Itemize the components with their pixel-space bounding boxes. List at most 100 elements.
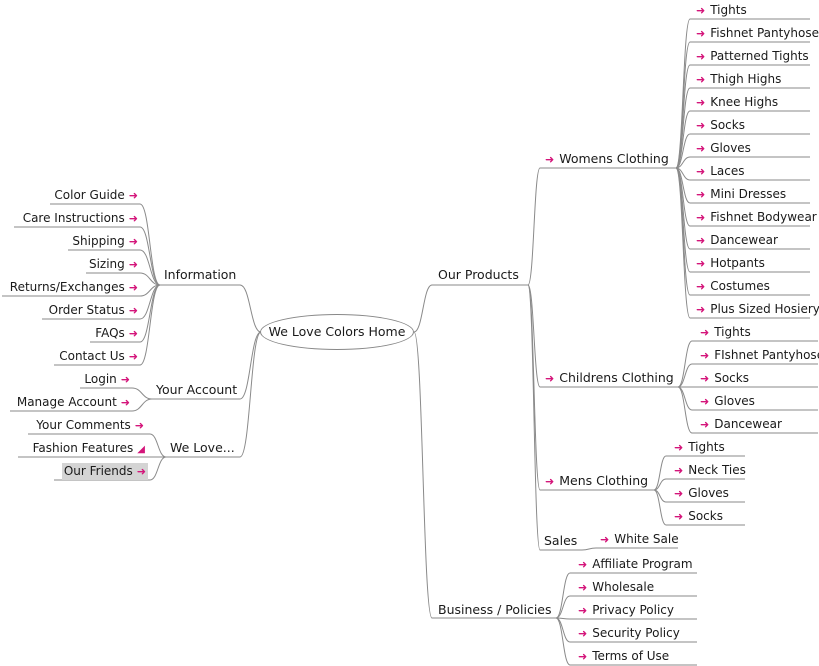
leaf-mens-tights[interactable]: ➜Tights: [674, 440, 725, 454]
leaf-manage-account[interactable]: Manage Account➜: [16, 395, 130, 409]
leaf-childrens-socks[interactable]: ➜Socks: [700, 371, 749, 385]
leaf-mens-neck-ties[interactable]: ➜Neck Ties: [674, 463, 746, 477]
link-arrow-icon: ➜: [700, 326, 710, 339]
leaf-womens-plus-sized-hosiery[interactable]: ➜Plus Sized Hosiery: [696, 302, 819, 316]
branch-our-products[interactable]: Our Products: [438, 267, 519, 282]
link-arrow-icon: ➜: [600, 533, 610, 546]
branch-business-policies[interactable]: Business / Policies: [438, 602, 552, 617]
connector-line: [677, 386, 693, 434]
connector-line: [131, 398, 153, 412]
leaf-mens-socks[interactable]: ➜Socks: [674, 509, 723, 523]
leaf-womens-gloves[interactable]: ➜Gloves: [696, 141, 751, 155]
link-arrow-icon: ➜: [696, 96, 706, 109]
link-arrow-icon: ➜: [700, 395, 710, 408]
leaf-womens-thigh-highs[interactable]: ➜Thigh Highs: [696, 72, 782, 86]
link-arrow-icon: ➜: [674, 487, 684, 500]
leaf-login[interactable]: Login➜: [84, 372, 130, 386]
connector-line: [139, 203, 161, 286]
leaf-womens-knee-highs[interactable]: ➜Knee Highs: [696, 95, 779, 109]
link-arrow-icon: ➜: [696, 142, 706, 155]
connector-line: [675, 18, 691, 169]
connector-line: [139, 249, 161, 286]
sub-branch-mens-clothing[interactable]: ➜Mens Clothing: [545, 473, 649, 488]
connector-line: [653, 489, 667, 526]
connector-line: [653, 455, 667, 491]
link-arrow-icon: ➜: [700, 349, 710, 362]
branch-we-love[interactable]: We Love...: [170, 440, 235, 455]
leaf-our-friends[interactable]: Our Friends➜: [61, 463, 148, 480]
root-node[interactable]: We Love Colors Home: [260, 314, 414, 350]
leaf-your-comments[interactable]: Your Comments➜: [36, 418, 144, 432]
leaf-womens-hotpants[interactable]: ➜Hotpants: [696, 256, 765, 270]
leaf-white-sale[interactable]: ➜White Sale: [600, 532, 679, 546]
branch-information[interactable]: Information: [164, 267, 237, 282]
leaf-childrens-gloves[interactable]: ➜Gloves: [700, 394, 755, 408]
leaf-returns-exchanges[interactable]: Returns/Exchanges➜: [9, 280, 138, 294]
leaf-childrens-dancewear[interactable]: ➜Dancewear: [700, 417, 782, 431]
link-arrow-icon: ➜: [120, 396, 130, 409]
link-arrow-icon: ➜: [674, 441, 684, 454]
sub-branch-childrens-clothing[interactable]: ➜Childrens Clothing: [545, 370, 674, 385]
leaf-childrens-tights[interactable]: ➜Tights: [700, 325, 751, 339]
link-arrow-icon: ➜: [128, 258, 138, 271]
sub-branch-womens-clothing[interactable]: ➜Womens Clothing: [545, 151, 669, 166]
link-arrow-icon: ➜: [128, 350, 138, 363]
leaf-womens-laces[interactable]: ➜Laces: [696, 164, 745, 178]
leaf-childrens-fishnet-pantyhose[interactable]: ➜FIshnet Pantyhose: [700, 348, 819, 362]
connector-line: [139, 284, 161, 343]
leaf-terms-of-use[interactable]: ➜Terms of Use: [578, 649, 670, 663]
branch-your-account[interactable]: Your Account: [156, 382, 238, 397]
leaf-fashion-features[interactable]: Fashion Features◢: [32, 441, 145, 455]
leaf-womens-tights[interactable]: ➜Tights: [696, 3, 747, 17]
leaf-privacy-policy[interactable]: ➜Privacy Policy: [578, 603, 674, 617]
leaf-womens-socks[interactable]: ➜Socks: [696, 118, 745, 132]
connector-line: [555, 572, 571, 619]
connector-line: [239, 284, 262, 333]
connector-line: [239, 331, 262, 458]
leaf-affiliate-program[interactable]: ➜Affiliate Program: [578, 557, 693, 571]
link-arrow-icon: ➜: [578, 581, 588, 594]
link-arrow-icon: ➜: [545, 153, 555, 166]
leaf-contact-us[interactable]: Contact Us➜: [59, 349, 138, 363]
connector-line: [527, 284, 541, 551]
connector-line: [413, 284, 433, 333]
leaf-womens-dancewear[interactable]: ➜Dancewear: [696, 233, 778, 247]
link-arrow-icon: ➜: [696, 119, 706, 132]
leaf-mens-gloves[interactable]: ➜Gloves: [674, 486, 729, 500]
link-arrow-icon: ➜: [120, 373, 130, 386]
leaf-wholesale[interactable]: ➜Wholesale: [578, 580, 655, 594]
link-arrow-icon: ➜: [578, 650, 588, 663]
link-arrow-icon: ➜: [696, 234, 706, 247]
link-arrow-icon: ➜: [696, 50, 706, 63]
connector-line: [653, 478, 667, 491]
leaf-color-guide[interactable]: Color Guide➜: [54, 188, 138, 202]
link-arrow-icon: ➜: [696, 27, 706, 40]
leaf-womens-mini-dresses[interactable]: ➜Mini Dresses: [696, 187, 787, 201]
leaf-womens-fishnet-pantyhose[interactable]: ➜Fishnet Pantyhose: [696, 26, 819, 40]
link-arrow-icon: ➜: [696, 303, 706, 316]
connector-line: [675, 156, 691, 169]
connector-line: [677, 363, 693, 388]
connector-line: [239, 331, 262, 400]
leaf-womens-patterned-tights[interactable]: ➜Patterned Tights: [696, 49, 809, 63]
leaf-order-status[interactable]: Order Status➜: [48, 303, 138, 317]
connector-line: [675, 133, 691, 169]
link-arrow-icon: ➜: [128, 212, 138, 225]
connector-line: [675, 167, 691, 319]
link-arrow-icon: ➜: [136, 465, 146, 478]
link-arrow-icon: ➜: [696, 211, 706, 224]
sub-branch-sales[interactable]: Sales: [544, 533, 578, 548]
leaf-faqs[interactable]: FAQs➜: [95, 326, 138, 340]
leaf-womens-costumes[interactable]: ➜Costumes: [696, 279, 770, 293]
link-arrow-icon: ➜: [696, 73, 706, 86]
link-arrow-icon: ➜: [700, 418, 710, 431]
leaf-care-instructions[interactable]: Care Instructions➜: [22, 211, 138, 225]
link-arrow-icon: ➜: [134, 419, 144, 432]
connector-line: [555, 595, 571, 619]
link-arrow-icon: ➜: [674, 464, 684, 477]
leaf-shipping[interactable]: Shipping➜: [72, 234, 138, 248]
leaf-womens-fishnet-bodywear[interactable]: ➜Fishnet Bodywear: [696, 210, 817, 224]
link-arrow-icon: ➜: [128, 304, 138, 317]
leaf-sizing[interactable]: Sizing➜: [88, 257, 138, 271]
leaf-security-policy[interactable]: ➜Security Policy: [578, 626, 680, 640]
